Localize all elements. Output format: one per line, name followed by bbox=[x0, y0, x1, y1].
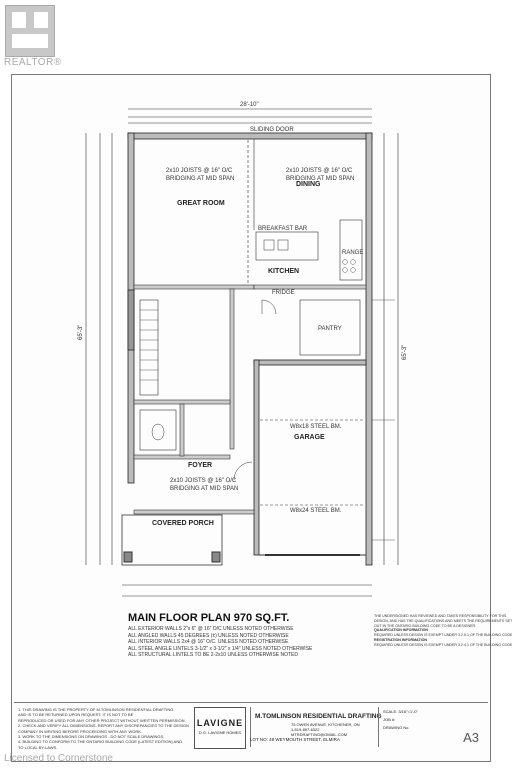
drawing-sheet bbox=[11, 74, 491, 762]
disclaimer-notes: 1. THIS DRAWING IS THE PROPERTY OF M.TOM… bbox=[18, 707, 189, 750]
drawing-info: SCALE: 3/16"=1'-0" JOB #: DRAWING No. A3 bbox=[378, 707, 485, 747]
disclaimer-line: 3. WORK TO THE DIMENSIONS ON DRAWINGS - … bbox=[18, 734, 165, 740]
joist-note-dining-bridging: BRIDGING AT MID SPAN bbox=[286, 176, 355, 182]
range-label: RANGE bbox=[342, 250, 364, 256]
fridge-label: FRIDGE bbox=[272, 290, 295, 296]
cert-line: OUT IN THE ONTARIO BUILDING CODE TO BE A… bbox=[374, 623, 477, 628]
job-label: JOB #: bbox=[383, 717, 396, 722]
general-notes: ALL EXTERIOR WALLS 2"x 6" @ 16" O/C UNLE… bbox=[128, 626, 312, 659]
steel-beam-label: W8x18 STEEL BM. bbox=[290, 424, 342, 430]
joist-note-great-room-bridging: BRIDGING AT MID SPAN bbox=[166, 176, 235, 182]
realtor-logo bbox=[5, 5, 55, 57]
room-label-kitchen: KITCHEN bbox=[268, 268, 300, 275]
firm-name: M.TOMLINSON RESIDENTIAL DRAFTING bbox=[255, 713, 382, 720]
note-line: ALL STEEL ANGLE LINTELS 3-1/2" x 3-1/2" … bbox=[128, 645, 313, 652]
disclaimer-line: 2. CHECK AND VERIFY ALL DIMENSIONS. REPO… bbox=[18, 723, 189, 729]
firm-email: MTRDRAFTING@GMAIL.COM bbox=[291, 732, 348, 737]
plan-title: MAIN FLOOR PLAN 970 SQ.FT. bbox=[128, 612, 290, 624]
cert-line: REQUIRED UNLESS DESIGN IS EXEMPT UNDER 3… bbox=[374, 642, 512, 647]
disclaimer-line: AND IS TO BE RETURNED UPON REQUEST. IT I… bbox=[18, 712, 134, 718]
cert-line: REGISTRATION INFORMATION bbox=[374, 637, 427, 642]
overall-width-dim: 28'-10" bbox=[240, 102, 259, 108]
pantry-label: PANTRY bbox=[318, 326, 342, 332]
realtor-watermark: REALTOR® bbox=[4, 57, 62, 68]
disclaimer-line: TO LOCAL BY-LAWS. bbox=[18, 744, 58, 750]
garage-steel-beam-label: W8x24 STEEL BM. bbox=[290, 508, 342, 514]
designer-certification: THE UNDERSIGNED HAS REVIEWED AND TAKES R… bbox=[374, 614, 512, 648]
title-block: 1. THIS DRAWING IS THE PROPERTY OF M.TOM… bbox=[14, 702, 488, 751]
sliding-door-label: SLIDING DOOR bbox=[250, 127, 294, 133]
scale-label: SCALE: 3/16"=1'-0" bbox=[383, 709, 418, 714]
joist-note-foyer: 2x10 JOISTS @ 16" O/C bbox=[170, 478, 237, 484]
cert-line: DESIGN, AND HAS THE QUALIFICATIONS AND M… bbox=[374, 618, 512, 623]
room-label-covered-porch: COVERED PORCH bbox=[152, 520, 214, 527]
joist-note-dining: 2x10 JOISTS @ 16" O/C bbox=[286, 168, 353, 174]
sheet-number: A3 bbox=[463, 730, 479, 745]
cert-line: QUALIFICATION INFORMATION bbox=[374, 628, 428, 633]
disclaimer-line: 1. THIS DRAWING IS THE PROPERTY OF M.TOM… bbox=[18, 707, 174, 712]
drawing-no-label: DRAWING No. bbox=[383, 725, 410, 730]
note-line: ALL STRUCTURAL LINTELS TO BE 2-2x10 UNLE… bbox=[128, 652, 298, 659]
builder-name: LAVIGNE bbox=[196, 718, 244, 728]
room-label-foyer: FOYER bbox=[188, 462, 213, 469]
builder-subtitle: D.G. LAVIGNE HOMES bbox=[198, 730, 242, 735]
joist-note-foyer-bridging: BRIDGING AT MID SPAN bbox=[170, 486, 239, 492]
cert-line: THE UNDERSIGNED HAS REVIEWED AND TAKES R… bbox=[374, 614, 507, 618]
firm-block: M.TOMLINSON RESIDENTIAL DRAFTING 75 OWEN… bbox=[250, 707, 382, 747]
room-label-dining: DINING bbox=[296, 181, 321, 188]
breakfast-bar-label: BREAKFAST BAR bbox=[258, 226, 308, 232]
right-depth-dim: 65'-3" bbox=[402, 344, 408, 360]
joist-note-great-room: 2x10 JOISTS @ 16" O/C bbox=[166, 168, 233, 174]
firm-phone: 1-519-897-6322 bbox=[291, 727, 320, 732]
builder-logo: LAVIGNE D.G. LAVIGNE HOMES bbox=[194, 707, 246, 749]
firm-address: 75 OWEN AVENUE, KITCHENER, ON bbox=[291, 722, 360, 727]
disclaimer-line: COMPANY IN WRITING BEFORE PROCEEDING WIT… bbox=[18, 728, 143, 734]
room-label-great-room: GREAT ROOM bbox=[177, 200, 225, 207]
note-line: ALL ANGLED WALLS 45 DEGREES (±) UNLESS N… bbox=[128, 632, 289, 639]
note-line: ALL EXTERIOR WALLS 2"x 6" @ 16" O/C UNLE… bbox=[128, 626, 294, 632]
disclaimer-line: 4. BUILDING TO CONFORM TO THE ONTARIO BU… bbox=[18, 739, 183, 745]
floor-plan-drawing bbox=[85, 108, 399, 597]
note-line: ALL INTERIOR WALLS 2x4 @ 16" O/C. UNLESS… bbox=[128, 639, 289, 646]
room-label-garage: GARAGE bbox=[294, 434, 325, 441]
left-depth-dim: 65'-3" bbox=[78, 324, 84, 340]
lot-number: LOT NO: 49 WEYMOUTH STREET, ELMIRA bbox=[250, 737, 340, 742]
disclaimer-line: REPRODUCED OR USED FOR ANY OTHER PROJECT… bbox=[18, 717, 186, 723]
cert-line: REQUIRED UNLESS DESIGN IS EXEMPT UNDER 3… bbox=[374, 633, 512, 638]
license-watermark: Licensed to Cornerstone bbox=[4, 753, 113, 764]
